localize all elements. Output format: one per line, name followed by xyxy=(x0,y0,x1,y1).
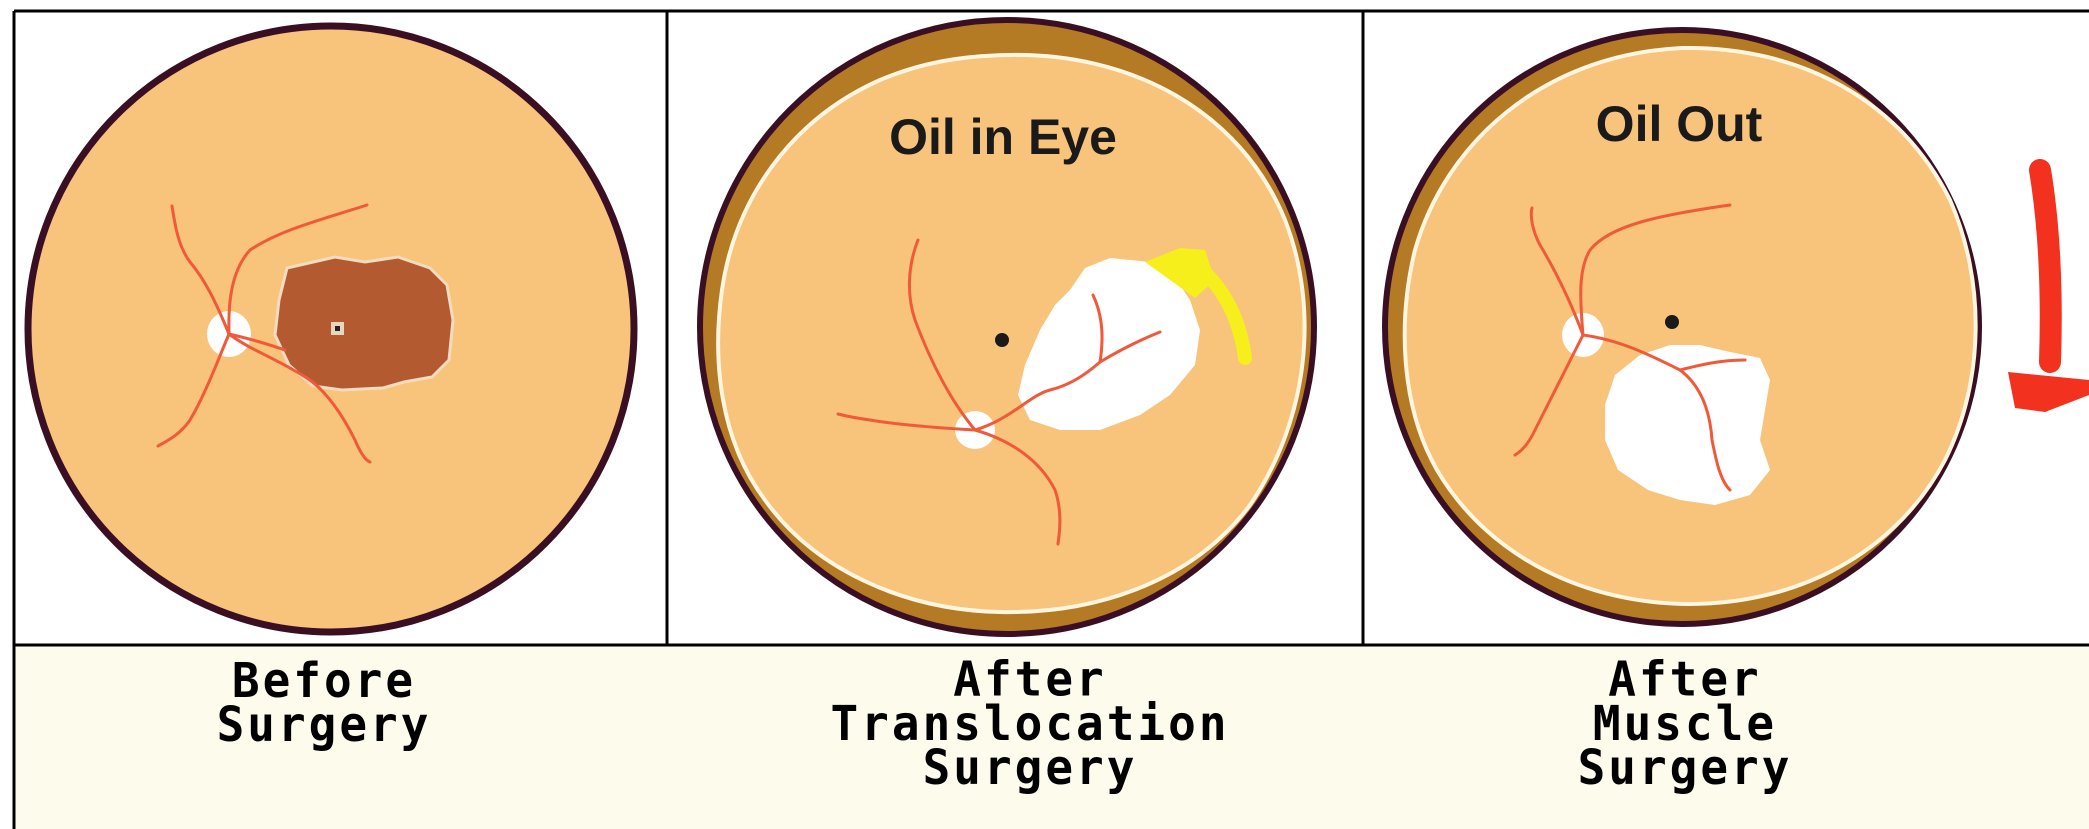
caption-after-translocation: After Translocation Surgery xyxy=(800,657,1260,789)
caption-after-muscle: After Muscle Surgery xyxy=(1540,657,1830,789)
panel-after-translocation: Oil in Eye xyxy=(700,20,1314,634)
panel-label-oil-in-eye: Oil in Eye xyxy=(889,109,1117,165)
caption-before-surgery: Before Surgery xyxy=(144,658,504,746)
rotation-arrow-red xyxy=(2040,170,2051,362)
fovea-dot xyxy=(995,333,1009,347)
macular-lesion xyxy=(275,257,453,390)
fovea-dot xyxy=(1665,315,1679,329)
fovea-dot-center xyxy=(335,326,340,331)
panel-before-surgery xyxy=(28,26,634,632)
caption-line: Surgery xyxy=(800,745,1260,789)
caption-line: Surgery xyxy=(1540,745,1830,789)
panel-label-oil-out: Oil Out xyxy=(1596,96,1763,152)
caption-line: Surgery xyxy=(144,702,504,746)
